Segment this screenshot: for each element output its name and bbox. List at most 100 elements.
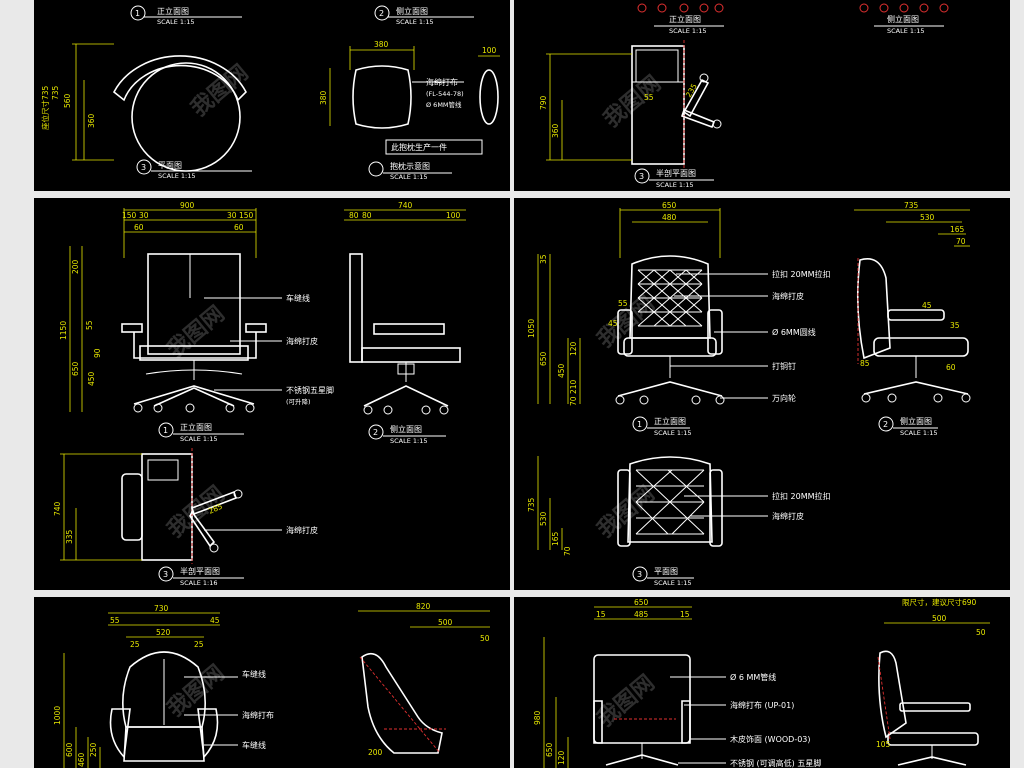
- view-1-title-b: 正立面图: [669, 14, 701, 24]
- svg-text:650: 650: [545, 742, 554, 757]
- svg-text:80: 80: [349, 211, 359, 220]
- svg-text:2: 2: [379, 9, 384, 18]
- chair-base-side: [859, 3, 949, 13]
- size-limit-note: 限尺寸，建议尺寸690: [902, 597, 977, 607]
- svg-text:820: 820: [416, 602, 431, 611]
- leather-note-d2: 海绵打皮: [772, 511, 804, 521]
- svg-text:抱枕示意图: 抱枕示意图: [390, 161, 430, 171]
- svg-text:70: 70: [563, 546, 572, 556]
- svg-text:165: 165: [950, 225, 965, 234]
- pillow-side-view: [479, 69, 499, 125]
- svg-text:SCALE 1:15: SCALE 1:15: [390, 173, 428, 181]
- svg-text:1050: 1050: [527, 319, 536, 338]
- svg-text:500: 500: [932, 614, 947, 623]
- caster-note: 万向轮: [772, 393, 796, 403]
- view-3-marker-d: [632, 566, 648, 582]
- svg-text:500: 500: [438, 618, 453, 627]
- svg-text:55: 55: [618, 299, 628, 308]
- svg-text:SCALE 1:15: SCALE 1:15: [654, 429, 692, 437]
- svg-text:520: 520: [156, 628, 171, 637]
- svg-text:Ø 6MM管线: Ø 6MM管线: [426, 100, 462, 109]
- svg-text:900: 900: [180, 201, 195, 210]
- drawing-panel-3: 我图网 我图网 900 150 30 30 150 60 60 1150 200…: [34, 198, 510, 590]
- svg-text:(可升降): (可升降): [286, 397, 311, 406]
- chair-front-view: [121, 253, 267, 413]
- svg-text:100: 100: [482, 46, 497, 55]
- svg-text:380: 380: [319, 90, 328, 105]
- chair-side-view: [349, 253, 461, 415]
- pipe-note-f: Ø 6 MM管线: [730, 672, 776, 682]
- stitch-note: 车缝线: [286, 293, 310, 303]
- svg-text:80: 80: [362, 211, 372, 220]
- svg-text:50: 50: [480, 634, 490, 643]
- svg-text:侧立面图: 侧立面图: [390, 424, 422, 434]
- svg-text:我图网: 我图网: [163, 661, 230, 723]
- svg-text:正立面图: 正立面图: [180, 422, 212, 432]
- chair-half-plan: [631, 40, 722, 170]
- svg-text:70: 70: [956, 237, 966, 246]
- svg-text:1150: 1150: [59, 321, 68, 340]
- svg-text:740: 740: [398, 201, 413, 210]
- svg-text:SCALE 1:15: SCALE 1:15: [390, 437, 428, 445]
- chair-half-plan-c: [121, 448, 243, 564]
- svg-text:半剖平面图: 半剖平面图: [656, 168, 696, 178]
- svg-text:85: 85: [860, 359, 870, 368]
- svg-text:3: 3: [637, 570, 642, 579]
- svg-text:SCALE 1:16: SCALE 1:16: [180, 579, 218, 587]
- svg-text:460: 460: [77, 752, 86, 767]
- svg-text:735: 735: [904, 201, 919, 210]
- svg-text:55: 55: [644, 93, 654, 102]
- svg-text:60: 60: [946, 363, 956, 372]
- svg-text:25: 25: [194, 640, 204, 649]
- drawing-panel-4: 我图网 我图网 650 480 1050 35 650 450 120 210 …: [514, 198, 1010, 590]
- office-chair-front: [593, 654, 691, 766]
- view-2-marker: [374, 5, 390, 21]
- view-2-marker-c: [368, 424, 384, 440]
- svg-text:740: 740: [53, 501, 62, 516]
- svg-text:60: 60: [134, 223, 144, 232]
- svg-text:3: 3: [163, 570, 168, 579]
- svg-text:450: 450: [557, 363, 566, 378]
- stitch-note-e2: 车缝线: [242, 740, 266, 750]
- svg-text:1: 1: [135, 9, 140, 18]
- pillow-note-box: [385, 139, 483, 155]
- svg-text:SCALE 1:15: SCALE 1:15: [157, 18, 195, 26]
- svg-text:560: 560: [63, 93, 72, 108]
- svg-text:(FL-544-78): (FL-544-78): [426, 90, 464, 98]
- drawing-panel-6: 我图网 650 15 485 15 980 650 120 Ø 6 MM管线 海…: [514, 597, 1010, 768]
- view-2-marker-d: [878, 416, 894, 432]
- svg-text:35: 35: [539, 254, 548, 264]
- svg-text:50: 50: [976, 628, 986, 637]
- fabric-note-f: 海绵打布 (UP-01): [730, 700, 794, 710]
- svg-text:SCALE 1:15: SCALE 1:15: [669, 27, 707, 35]
- svg-text:650: 650: [539, 351, 548, 366]
- svg-text:45: 45: [922, 301, 932, 310]
- svg-text:650: 650: [662, 201, 677, 210]
- pipe-note-d: Ø 6MM圆线: [772, 327, 816, 337]
- svg-text:150: 150: [239, 211, 254, 220]
- leather-note-d: 海绵打皮: [772, 291, 804, 301]
- svg-text:90: 90: [93, 348, 102, 358]
- svg-text:SCALE 1:15: SCALE 1:15: [656, 181, 694, 189]
- svg-text:485: 485: [634, 610, 649, 619]
- lounge-chair-front: [109, 651, 219, 762]
- tufted-chair-side: [856, 258, 971, 403]
- svg-text:360: 360: [551, 123, 560, 138]
- svg-text:3: 3: [141, 163, 146, 172]
- svg-text:650: 650: [71, 361, 80, 376]
- svg-text:530: 530: [539, 511, 548, 526]
- svg-text:480: 480: [662, 213, 677, 222]
- svg-text:530: 530: [920, 213, 935, 222]
- svg-text:2: 2: [883, 420, 888, 429]
- drawing-panel-5: 我图网 730 55 45 520 25 25 1000 600 460 250…: [34, 597, 510, 768]
- svg-text:此抱枕生产一件: 此抱枕生产一件: [391, 142, 447, 152]
- rivet-note: 打铜钉: [772, 361, 796, 371]
- lounge-chair-side: [359, 652, 446, 754]
- svg-text:250: 250: [89, 742, 98, 757]
- svg-text:2: 2: [373, 428, 378, 437]
- svg-text:360: 360: [87, 113, 96, 128]
- base-note: 不锈钢五星脚: [286, 385, 334, 395]
- svg-text:735: 735: [527, 497, 536, 512]
- wood-note-f: 木皮饰面 (WOOD-03): [730, 734, 811, 744]
- svg-text:3: 3: [639, 172, 644, 181]
